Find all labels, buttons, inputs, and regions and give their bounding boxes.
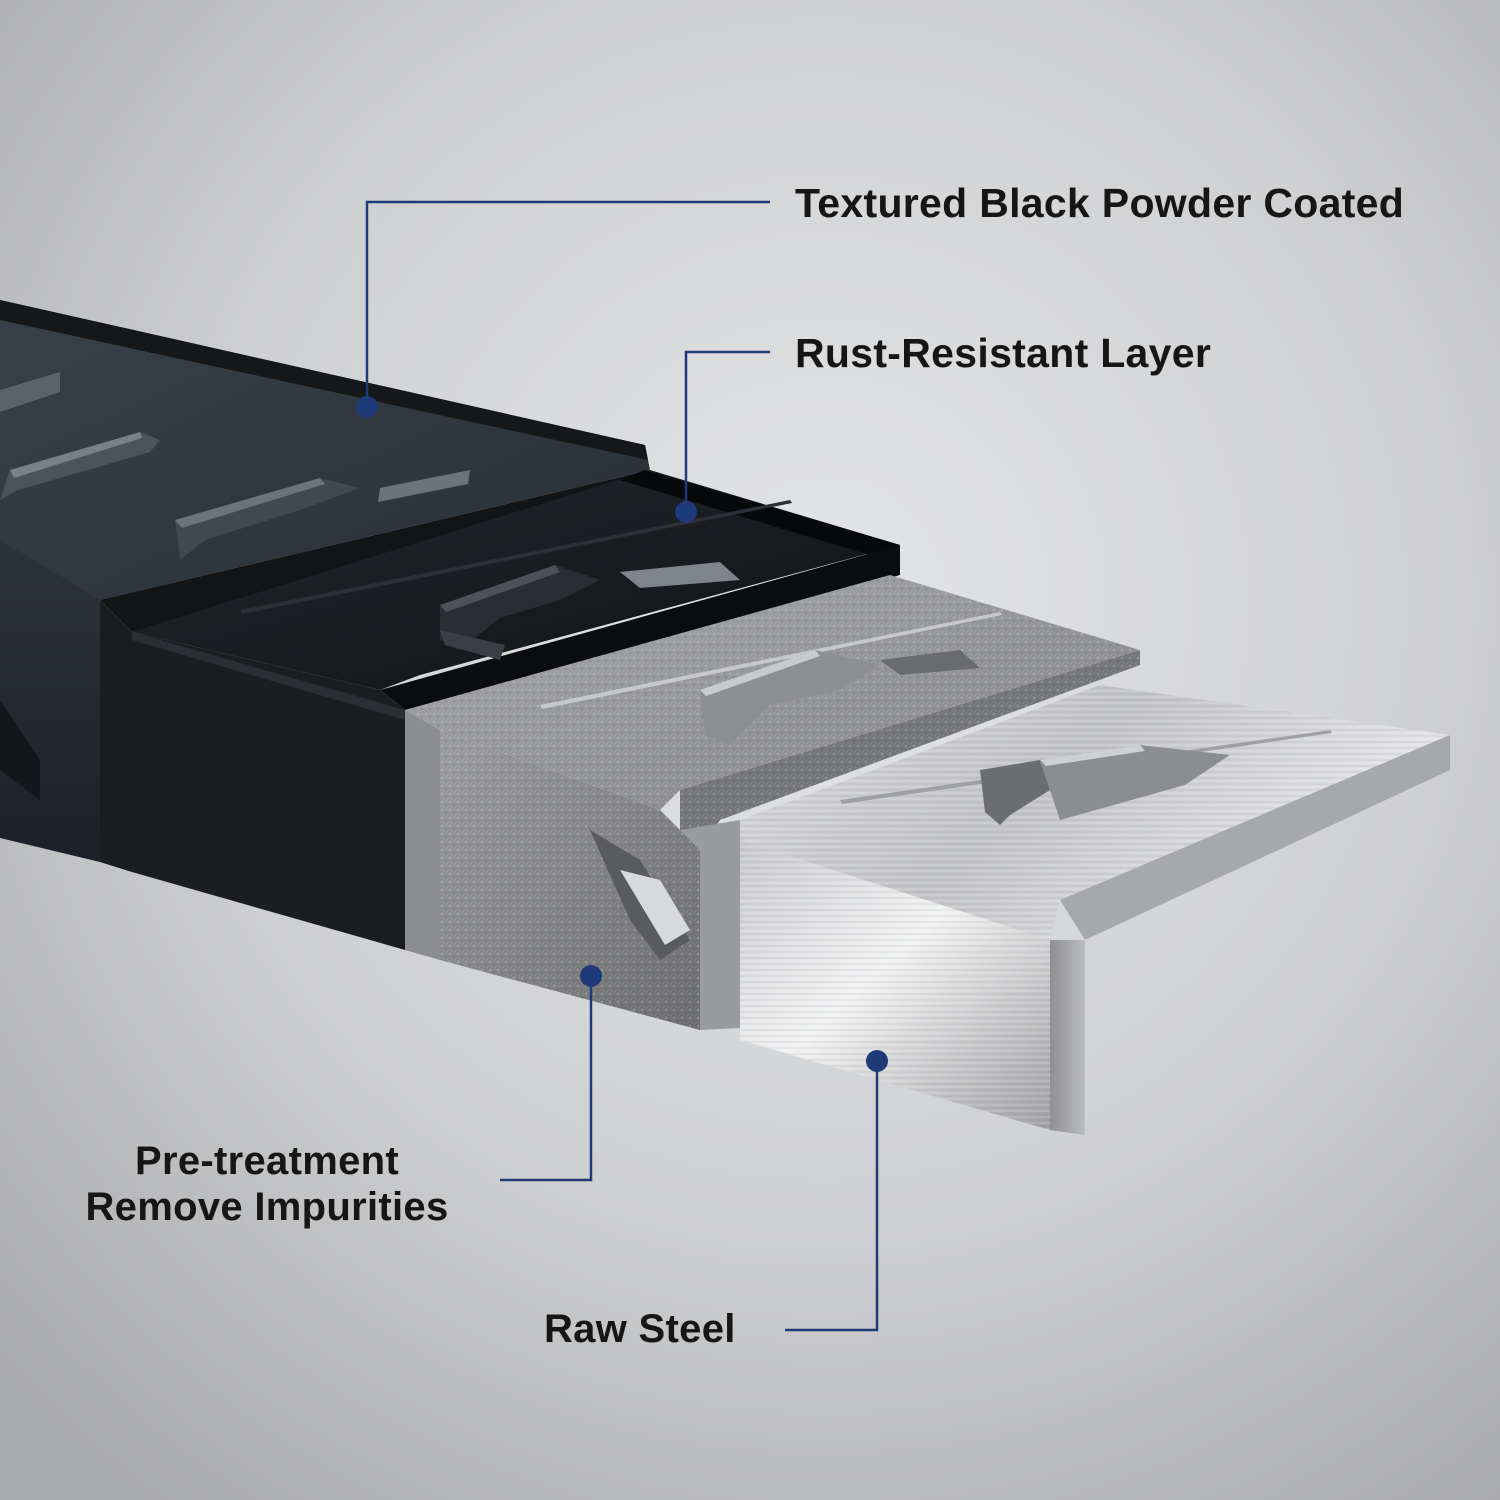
label-pretreatment-line2: Remove Impurities xyxy=(85,1185,449,1229)
label-pretreatment-line1: Pre-treatment xyxy=(135,1139,399,1183)
leader-line-rust-layer xyxy=(684,350,770,512)
marker-icon-pretreatment xyxy=(580,965,602,987)
label-raw-steel: Raw Steel xyxy=(544,1307,736,1351)
rust-resistant-layer xyxy=(132,470,900,950)
pretreatment-layer xyxy=(405,575,1140,1030)
label-rust-layer: Rust-Resistant Layer xyxy=(795,330,1212,376)
label-pretreatment: Pre-treatment Remove Impurities xyxy=(62,1138,472,1230)
label-powder-coat: Textured Black Powder Coated xyxy=(795,180,1405,226)
powder-coat-layer xyxy=(0,300,650,872)
leader-lines xyxy=(365,200,879,1332)
marker-icon-raw-steel xyxy=(866,1050,888,1072)
leader-line-raw-steel xyxy=(785,1061,879,1332)
marker-icon-rust-layer xyxy=(675,501,697,523)
leader-line-pretreatment xyxy=(500,976,593,1182)
leader-line-powder-coat xyxy=(365,200,770,407)
marker-dots xyxy=(356,396,888,1072)
raw-steel-layer xyxy=(740,685,1450,1135)
marker-icon-powder-coat xyxy=(356,396,378,418)
